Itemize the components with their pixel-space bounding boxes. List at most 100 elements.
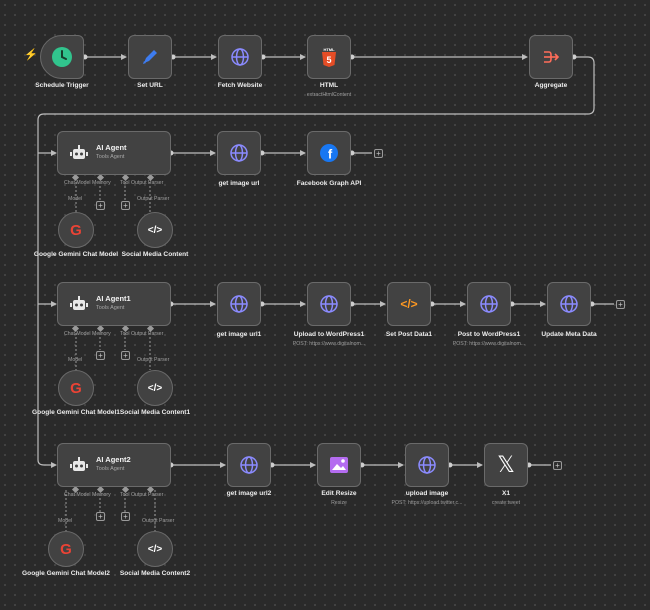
aggregate-node[interactable] <box>529 35 573 79</box>
handle-label: Output Parser <box>131 331 164 337</box>
globe-icon <box>230 295 248 313</box>
agent-subtitle: Tools Agent <box>96 305 125 311</box>
handle-diamond <box>146 324 155 333</box>
update-meta-data-node[interactable] <box>547 282 591 326</box>
svg-text:HTML: HTML <box>323 47 335 52</box>
handle-label: Chat Model <box>64 180 91 186</box>
ai-agent1-node[interactable]: AI Agent1 Tools Agent <box>57 282 171 326</box>
node-label: Edit Resize <box>321 490 357 497</box>
node-label: Post to WordPress1 <box>457 331 521 338</box>
node-label: Facebook Graph API <box>296 180 362 187</box>
add-node-button[interactable]: + <box>553 461 562 470</box>
node-label: Aggregate <box>534 82 568 89</box>
gemini-model2-node[interactable]: G <box>48 531 84 567</box>
get-image-url-node[interactable] <box>217 131 261 175</box>
node-label: Google Gemini Chat Model1 <box>32 409 120 416</box>
node-label: Fetch Website <box>217 82 263 89</box>
node-label: Set Post Data1 <box>385 331 433 338</box>
html5-icon: HTML 5 <box>322 47 336 67</box>
node-label: X1 <box>501 490 511 497</box>
facebook-graph-api-node[interactable]: f <box>307 131 351 175</box>
agent-subtitle: Tools Agent <box>96 154 125 160</box>
node-sublabel: POST: https://www.digitalnom... <box>452 341 526 347</box>
node-label: get image url1 <box>216 331 262 338</box>
gemini-model1-node[interactable]: G <box>58 370 94 406</box>
handle-label: Memory <box>92 180 111 186</box>
add-node-button[interactable]: + <box>374 149 383 158</box>
x-logo-icon: 𝕏 <box>497 452 515 478</box>
upload-to-wordpress1-node[interactable] <box>307 282 351 326</box>
robot-icon <box>70 145 88 159</box>
svg-text:f: f <box>328 147 333 162</box>
upload-image-node[interactable] <box>405 443 449 487</box>
aggregate-icon <box>544 51 560 63</box>
code-icon: </> <box>147 382 163 394</box>
handle-label: Memory <box>92 331 111 337</box>
ai-agent-node[interactable]: AI Agent Tools Agent <box>57 131 171 175</box>
edit-resize-node[interactable] <box>317 443 361 487</box>
node-sublabel: Resize <box>331 500 347 506</box>
x1-node[interactable]: 𝕏 <box>484 443 528 487</box>
handle-label: Output Parser <box>131 492 164 498</box>
node-label: Google Gemini Chat Model2 <box>22 570 110 577</box>
code-icon: </> <box>147 543 163 555</box>
node-label: Google Gemini Chat Model <box>33 251 119 258</box>
add-node-button[interactable]: + <box>616 300 625 309</box>
fetch-website-node[interactable] <box>218 35 262 79</box>
pen-icon <box>143 50 157 64</box>
node-label: get image url <box>218 180 260 187</box>
set-post-data1-node[interactable]: </> <box>387 282 431 326</box>
node-label: upload image <box>405 490 449 497</box>
output-parser2-node[interactable]: </> <box>137 531 173 567</box>
get-image-url2-node[interactable] <box>227 443 271 487</box>
globe-icon <box>240 456 258 474</box>
node-sublabel: POST: https://www.digitalnom... <box>292 341 366 347</box>
robot-icon <box>70 457 88 471</box>
schedule-trigger-node[interactable] <box>40 35 84 79</box>
agent-title: AI Agent2 <box>96 455 131 464</box>
edge-label: Output Parser <box>137 357 170 363</box>
gemini-model-node[interactable]: G <box>58 212 94 248</box>
handle-diamond <box>96 324 105 333</box>
google-icon: G <box>70 379 82 397</box>
node-label: Set URL <box>137 82 163 89</box>
globe-icon <box>480 295 498 313</box>
code-icon: </> <box>400 297 418 311</box>
post-to-wordpress1-node[interactable] <box>467 282 511 326</box>
add-memory-button[interactable]: + <box>96 201 105 210</box>
handle-diamond <box>146 173 155 182</box>
html-node[interactable]: HTML 5 <box>307 35 351 79</box>
globe-icon <box>231 48 249 66</box>
node-label: Update Meta Data <box>541 331 597 338</box>
handle-diamond <box>121 324 130 333</box>
code-icon: </> <box>147 224 163 236</box>
set-url-node[interactable] <box>128 35 172 79</box>
google-icon: G <box>60 540 72 558</box>
add-tool-button[interactable]: + <box>121 512 130 521</box>
handle-diamond <box>96 173 105 182</box>
agent-title: AI Agent1 <box>96 294 131 303</box>
handle-label: Chat Model <box>64 331 91 337</box>
add-memory-button[interactable]: + <box>96 512 105 521</box>
globe-icon <box>418 456 436 474</box>
node-label: Upload to WordPress1 <box>293 331 365 338</box>
handle-diamond <box>71 173 80 182</box>
output-parser-node[interactable]: </> <box>137 212 173 248</box>
globe-icon <box>230 144 248 162</box>
node-sublabel: create:tweet <box>491 500 521 506</box>
edge <box>37 459 57 468</box>
get-image-url1-node[interactable] <box>217 282 261 326</box>
ai-agent2-node[interactable]: AI Agent2 Tools Agent <box>57 443 171 487</box>
robot-icon <box>70 296 88 310</box>
node-label: Social Media Content1 <box>119 409 191 416</box>
handle-diamond <box>71 485 80 494</box>
svg-text:5: 5 <box>326 55 331 65</box>
output-parser1-node[interactable]: </> <box>137 370 173 406</box>
handle-label: Output Parser <box>131 180 164 186</box>
add-tool-button[interactable]: + <box>121 201 130 210</box>
agent-subtitle: Tools Agent <box>96 466 125 472</box>
add-tool-button[interactable]: + <box>121 351 130 360</box>
add-memory-button[interactable]: + <box>96 351 105 360</box>
handle-label: Tool <box>120 180 130 186</box>
